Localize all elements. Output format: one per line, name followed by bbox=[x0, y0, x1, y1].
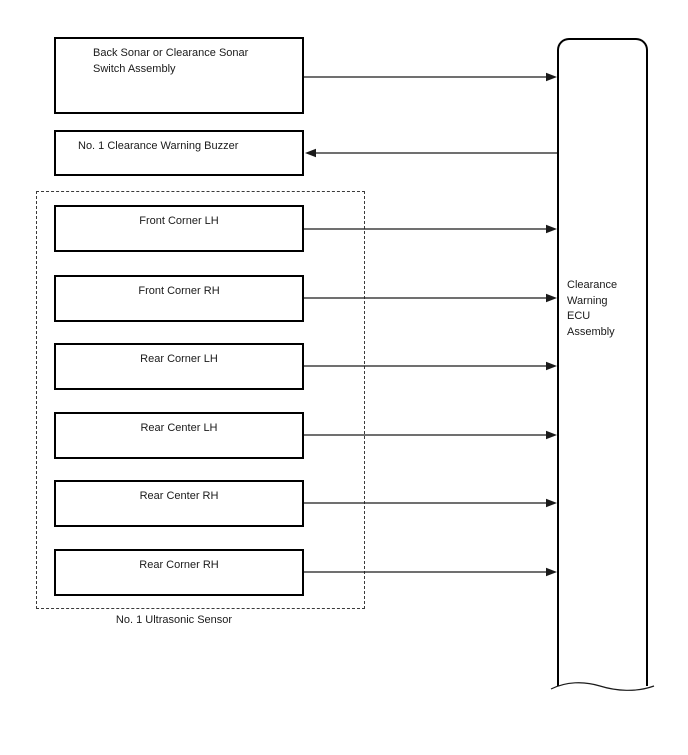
arrowhead-right-icon bbox=[546, 361, 557, 371]
back-sonar-switch-box: Back Sonar or Clearance Sonar Switch Ass… bbox=[54, 37, 304, 114]
ecu-label-line4: Assembly bbox=[567, 325, 615, 338]
clearance-warning-buzzer-box: No. 1 Clearance Warning Buzzer bbox=[54, 130, 304, 176]
sensor-label: Front Corner LH bbox=[139, 215, 219, 227]
arrowhead-left-icon bbox=[305, 148, 316, 158]
clearance-warning-ecu-label: Clearance Warning ECU Assembly bbox=[567, 278, 617, 340]
sensor-label: Rear Corner LH bbox=[140, 353, 218, 365]
ultrasonic-sensor-group-outline bbox=[36, 191, 365, 609]
sensor-label: Rear Corner RH bbox=[139, 559, 219, 571]
ecu-label-line1: Clearance bbox=[567, 279, 618, 291]
sensor-label: Rear Center LH bbox=[140, 422, 218, 434]
sensor-label: Front Corner RH bbox=[138, 285, 220, 297]
connector-back-sonar-to-ecu bbox=[304, 72, 557, 82]
arrowhead-right-icon bbox=[546, 430, 557, 440]
arrowhead-right-icon bbox=[546, 567, 557, 577]
ecu-label-line2: Warning bbox=[567, 294, 608, 307]
ultrasonic-sensor-group-caption: No. 1 Ultrasonic Sensor bbox=[115, 614, 233, 626]
sensor-box-front-corner-rh: Front Corner RH bbox=[54, 275, 304, 322]
clearance-warning-ecu-box bbox=[557, 38, 648, 686]
sensor-box-rear-corner-lh: Rear Corner LH bbox=[54, 343, 304, 390]
arrowhead-right-icon bbox=[546, 498, 557, 508]
sensor-box-rear-corner-rh: Rear Corner RH bbox=[54, 549, 304, 596]
back-sonar-switch-label-line1: Back Sonar or Clearance Sonar bbox=[93, 47, 249, 59]
ecu-label-line3: ECU bbox=[567, 310, 591, 322]
arrowhead-right-icon bbox=[546, 293, 557, 303]
sensor-box-front-corner-lh: Front Corner LH bbox=[54, 205, 304, 252]
sensor-label: Rear Center RH bbox=[139, 490, 219, 502]
arrowhead-right-icon bbox=[546, 224, 557, 234]
arrowhead-right-icon bbox=[546, 72, 557, 82]
sensor-box-rear-center-lh: Rear Center LH bbox=[54, 412, 304, 459]
clearance-warning-buzzer-label: No. 1 Clearance Warning Buzzer bbox=[78, 140, 239, 152]
back-sonar-switch-label-line2: Switch Assembly bbox=[93, 62, 176, 75]
connector-ecu-to-buzzer bbox=[305, 148, 557, 158]
sensor-box-rear-center-rh: Rear Center RH bbox=[54, 480, 304, 527]
